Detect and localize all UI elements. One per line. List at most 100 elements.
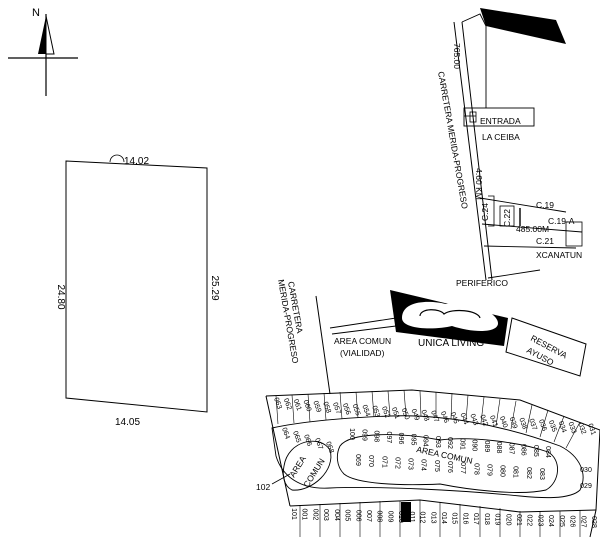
lot-number-017: 017 [472,513,479,525]
lot-number-064: 064 [280,427,291,440]
lot-number-082: 082 [525,467,532,479]
dim-bottom: 14.05 [115,417,140,428]
lot-number-057: 057 [331,402,342,415]
lot-number-076: 076 [446,461,453,473]
lot-number-096: 096 [397,433,404,445]
dim-left: 24.80 [55,284,66,309]
lot-number-098: 098 [373,430,380,442]
lot-number-008: 008 [376,510,383,522]
km-label: 4.60 KM [474,168,484,200]
lot-102: 102 [256,482,270,492]
lot-number-084: 084 [544,446,551,458]
lot-number-090: 090 [471,439,478,451]
lot-number-005: 005 [344,510,351,522]
area-comun-left-line1: AREA [287,454,308,479]
lot-number-028: 028 [590,516,597,528]
lot-number-072: 072 [393,457,400,469]
lot-number-031: 031 [586,423,597,436]
lot-number-019: 019 [494,514,501,526]
lot-number-075: 075 [433,460,440,472]
lot-number-013: 013 [429,512,436,524]
lot-number-025: 025 [558,515,565,527]
c19-label: C.19 [536,200,554,210]
lot-number-067: 067 [313,437,324,450]
lot-number-091: 091 [458,438,465,450]
lot-number-048: 048 [419,409,430,422]
lot-number-065: 065 [291,430,302,443]
lot-number-003: 003 [322,509,329,521]
lot-number-011: 011 [408,512,415,523]
distance-top: 765.00 [452,43,462,69]
dim-right: 25.29 [209,275,220,300]
lot-number-038: 038 [517,417,528,430]
lot-number-073: 073 [407,458,414,470]
lot-number-093: 093 [434,436,441,448]
lot-number-080: 080 [499,465,506,477]
lot-number-029: 029 [580,483,592,490]
lot-number-012: 012 [419,512,426,524]
lot-number-097: 097 [385,432,392,444]
lot-number-100: 100 [348,428,355,440]
c19a-label: C.19-A [548,216,575,226]
periferico-label: PERIFERICO [456,278,508,288]
lot-number-059: 059 [311,400,322,413]
lot-number-089: 089 [483,441,490,453]
lot-number-094: 094 [422,435,429,447]
lot-number-050: 050 [400,407,411,420]
entrada-line2: LA CEIBA [482,132,520,142]
lot-number-014: 014 [440,512,447,524]
lot-number-077: 077 [459,462,466,474]
lot-number-083: 083 [538,468,545,480]
c24-label: C.24 [480,203,490,221]
lot-number-001: 001 [301,508,308,520]
lot-number-078: 078 [472,463,479,475]
xcanatun-label: XCANATUN [536,250,582,260]
unica-living-label: UNICA LIVING [418,338,484,349]
lot-number-086: 086 [520,444,527,456]
lot-number-062: 062 [282,398,293,411]
lot-plan: 14.02 14.05 24.80 25.29 [55,154,220,428]
lot-number-047: 047 [429,410,440,423]
distance-mid: 485.00M [516,224,549,234]
lot-number-088: 088 [495,442,502,454]
lot-number-043: 043 [468,413,479,426]
lot-number-045: 045 [449,411,460,424]
lot-number-052: 052 [380,406,391,419]
lot-number-087: 087 [507,443,514,455]
lot-number-063: 063 [272,397,283,410]
lot-number-042: 042 [478,414,489,427]
lot-number-069: 069 [354,454,361,466]
lot-number-037: 037 [527,418,538,431]
lot-number-066: 066 [302,434,313,447]
lot-number-002: 002 [311,509,318,521]
north-arrow: N [8,7,78,96]
lot-number-061: 061 [292,398,303,411]
lot-number-033: 033 [567,421,578,434]
lot-number-007: 007 [365,510,372,522]
lot-number-036: 036 [537,419,548,432]
lot-number-006: 006 [354,510,361,522]
lot-number-068: 068 [324,441,335,454]
area-comun-vialidad-line2: (VIALIDAD) [340,348,385,358]
lot-number-032: 032 [576,422,587,435]
lot-number-070: 070 [367,455,374,467]
lot-number-054: 054 [360,404,371,417]
location-map: ENTRADA LA CEIBA 765.00 CARRETERA MERIDA… [436,8,583,288]
lot-number-021: 021 [515,514,522,526]
road-carretera: CARRETERA MERIDA-PROGRESO [436,71,470,210]
c21-label: C.21 [536,236,554,246]
lot-number-095: 095 [409,434,416,446]
lot-number-051: 051 [390,407,401,420]
lot-number-016: 016 [461,513,468,525]
lot-number-035: 035 [547,420,558,433]
dim-top: 14.02 [124,156,149,167]
lot-number-058: 058 [321,401,332,414]
lot-number-034: 034 [557,420,568,433]
lot-number-022: 022 [526,514,533,526]
development-map: CARRETERA MERIDA-PROGRESO AREA COMUN (VI… [276,279,587,395]
lot-number-020: 020 [504,514,511,526]
